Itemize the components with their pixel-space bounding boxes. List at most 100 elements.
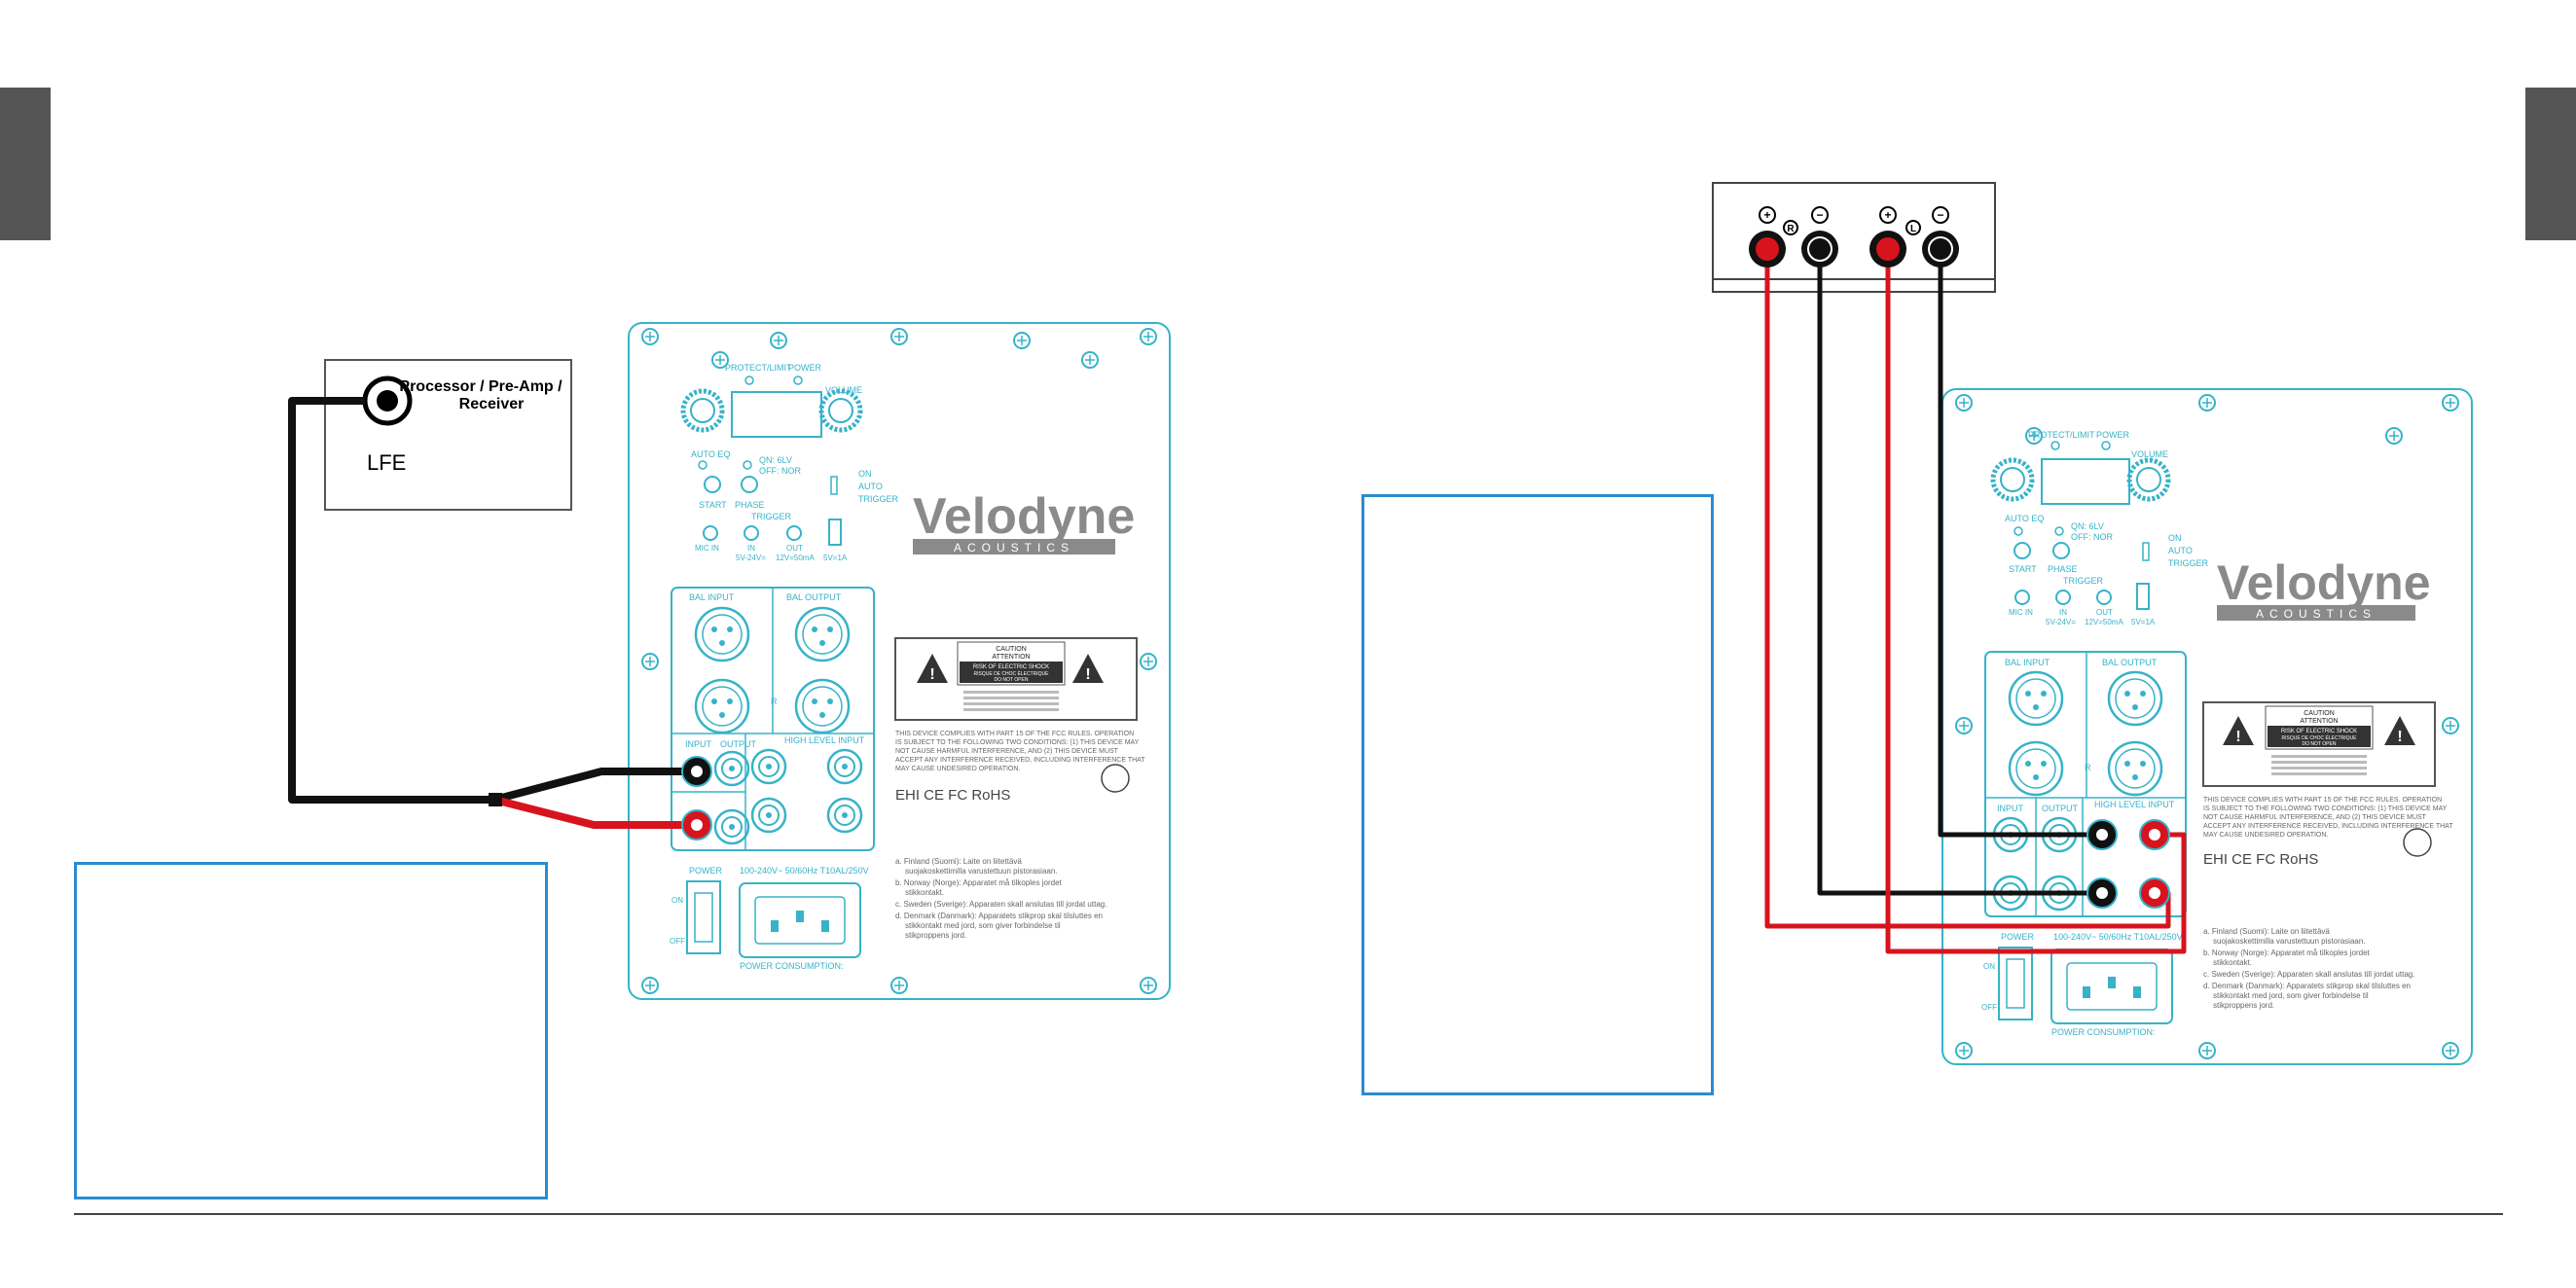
- etl-mark-icon: [1101, 764, 1130, 793]
- svg-text:ACCEPT ANY INTERFERENCE RECEIV: ACCEPT ANY INTERFERENCE RECEIVED, INCLUD…: [895, 757, 1145, 764]
- svg-text:POWER: POWER: [689, 866, 723, 876]
- svg-text:BAL INPUT: BAL INPUT: [689, 592, 735, 602]
- subwoofer-rear-panel-left: PROTECT/LIMIT POWER VOLUME AUTO EQ START…: [628, 322, 1171, 1000]
- svg-text:HIGH LEVEL INPUT: HIGH LEVEL INPUT: [2094, 800, 2175, 809]
- svg-text:L: L: [1910, 224, 1916, 234]
- right-note-box: [1361, 494, 1714, 1095]
- svg-text:PROTECT/LIMIT: PROTECT/LIMIT: [2028, 430, 2095, 440]
- wire-left-negative: [1938, 249, 2102, 838]
- svg-text:AUTO EQ: AUTO EQ: [691, 449, 730, 459]
- svg-text:AUTO EQ: AUTO EQ: [2005, 514, 2044, 523]
- usb-port[interactable]: [828, 519, 842, 546]
- svg-text:TRIGGER: TRIGGER: [751, 512, 792, 521]
- subwoofer-rear-panel-right: PROTECT/LIMIT POWER VOLUME AUTO EQ START…: [1941, 388, 2473, 1065]
- svg-text:5V=1A: 5V=1A: [2131, 618, 2156, 626]
- trigger-out-jack[interactable]: [786, 525, 802, 541]
- mic-in-jack[interactable]: [703, 525, 718, 541]
- svg-text:ACOUSTICS: ACOUSTICS: [954, 541, 1074, 555]
- lfe-label: LFE: [367, 450, 406, 475]
- svg-text:MIC IN: MIC IN: [2009, 608, 2033, 617]
- power-switch[interactable]: [686, 880, 721, 954]
- svg-text:MIC IN: MIC IN: [695, 544, 719, 553]
- svg-text:OFF: OFF: [1981, 1003, 1997, 1012]
- svg-text:MAY CAUSE UNDESIRED OPERATION.: MAY CAUSE UNDESIRED OPERATION.: [2203, 832, 2328, 839]
- svg-text:OFF: NOR: OFF: NOR: [2071, 532, 2113, 542]
- svg-text:b. Norway (Norge): Apparatet m: b. Norway (Norge): Apparatet må tilkople…: [895, 878, 1063, 887]
- start-button[interactable]: [704, 476, 721, 493]
- svg-text:BAL INPUT: BAL INPUT: [2005, 658, 2050, 667]
- svg-text:NOT CAUSE HARMFUL INTERFERENCE: NOT CAUSE HARMFUL INTERFERENCE, AND (2) …: [2203, 814, 2427, 821]
- svg-text:IS SUBJECT TO THE FOLLOWING TW: IS SUBJECT TO THE FOLLOWING TWO CONDITIO…: [2203, 805, 2448, 812]
- svg-text:+: +: [1763, 208, 1770, 222]
- left-note-box: [74, 862, 548, 1199]
- svg-text:AUTO: AUTO: [858, 482, 883, 491]
- processor-label-line1: Processor / Pre-Amp /: [399, 378, 562, 395]
- svg-text:INPUT: INPUT: [1997, 804, 2024, 813]
- svg-text:POWER CONSUMPTION:: POWER CONSUMPTION:: [2051, 1027, 2156, 1037]
- svg-text:suojakoskettimilla varustettuu: suojakoskettimilla varustettuun pistoras…: [2213, 937, 2366, 946]
- svg-text:stikkontakt.: stikkontakt.: [2213, 958, 2252, 967]
- svg-text:POWER CONSUMPTION:: POWER CONSUMPTION:: [740, 961, 844, 971]
- svg-text:IS SUBJECT TO THE FOLLOWING TW: IS SUBJECT TO THE FOLLOWING TWO CONDITIO…: [895, 739, 1140, 746]
- svg-text:QN: 6LV: QN: 6LV: [2071, 521, 2104, 531]
- svg-text:TRIGGER: TRIGGER: [2168, 558, 2209, 568]
- svg-text:OUT: OUT: [2096, 608, 2113, 617]
- velodyne-logo: Velodyne: [913, 488, 1135, 545]
- svg-text:IN: IN: [747, 544, 755, 553]
- svg-text:OFF: OFF: [670, 937, 685, 946]
- svg-text:ON: ON: [1983, 962, 1995, 971]
- svg-text:a. Finland (Suomi): Laite on l: a. Finland (Suomi): Laite on liitettävä: [2203, 927, 2330, 936]
- auto-switch[interactable]: [830, 476, 838, 495]
- svg-text:OUT: OUT: [786, 544, 803, 553]
- svg-text:CAUTION: CAUTION: [996, 646, 1027, 653]
- svg-text:c. Sweden (Sverige): Apparaten: c. Sweden (Sverige): Apparaten skall ans…: [895, 900, 1107, 909]
- svg-text:stikkontakt med jord, som give: stikkontakt med jord, som giver forbinde…: [2213, 991, 2369, 1000]
- svg-text:AUTO: AUTO: [2168, 546, 2193, 555]
- left-edge-tab: [0, 88, 51, 240]
- wire-left-positive: [1885, 249, 2187, 954]
- svg-text:Velodyne: Velodyne: [2217, 555, 2431, 610]
- lfe-wire-red: [493, 796, 697, 829]
- svg-text:OUTPUT: OUTPUT: [2042, 804, 2079, 813]
- y-splitter: [489, 793, 502, 806]
- cert-marks: EHI CE FC RoHS: [895, 787, 1010, 804]
- svg-text:THIS DEVICE COMPLIES WITH PART: THIS DEVICE COMPLIES WITH PART 15 OF THE…: [895, 731, 1134, 737]
- svg-text:stikkontakt.: stikkontakt.: [905, 888, 944, 897]
- svg-text:ON: ON: [671, 896, 683, 905]
- trigger-in-jack[interactable]: [744, 525, 759, 541]
- svg-text:c. Sweden (Sverige): Apparaten: c. Sweden (Sverige): Apparaten skall ans…: [2203, 970, 2414, 979]
- processor-label-line2: Receiver: [459, 396, 525, 412]
- svg-text:THIS DEVICE COMPLIES WITH PART: THIS DEVICE COMPLIES WITH PART 15 OF THE…: [2203, 797, 2442, 804]
- svg-text:suojakoskettimilla varustettuu: suojakoskettimilla varustettuun pistoras…: [905, 867, 1058, 876]
- iec-power-inlet[interactable]: [739, 882, 861, 958]
- svg-text:PHASE: PHASE: [2048, 564, 2078, 574]
- svg-text:TRIGGER: TRIGGER: [2063, 576, 2104, 586]
- svg-text:BAL OUTPUT: BAL OUTPUT: [2102, 658, 2158, 667]
- svg-text:ACOUSTICS: ACOUSTICS: [2256, 607, 2376, 621]
- svg-text:ATTENTION: ATTENTION: [992, 654, 1030, 661]
- phase-button[interactable]: [741, 476, 758, 493]
- svg-text:INPUT: INPUT: [685, 739, 712, 749]
- svg-text:DO NOT OPEN: DO NOT OPEN: [995, 677, 1029, 683]
- lfe-wire-black: [288, 397, 697, 804]
- svg-text:QN: 6LV: QN: 6LV: [759, 455, 792, 465]
- svg-text:5V=1A: 5V=1A: [823, 554, 848, 562]
- svg-text:R: R: [771, 697, 778, 706]
- svg-text:d. Denmark (Danmark): Apparate: d. Denmark (Danmark): Apparatets stikpro…: [2203, 982, 2411, 990]
- svg-text:d. Denmark (Danmark): Apparate: d. Denmark (Danmark): Apparatets stikpro…: [895, 912, 1103, 920]
- svg-text:5V-24V=: 5V-24V=: [736, 554, 766, 562]
- svg-text:100-240V~ 50/60Hz T10AL/250V: 100-240V~ 50/60Hz T10AL/250V: [740, 866, 869, 876]
- svg-text:OFF: NOR: OFF: NOR: [759, 466, 801, 476]
- svg-text:b. Norway (Norge): Apparatet m: b. Norway (Norge): Apparatet må tilkople…: [2203, 948, 2371, 957]
- svg-text:RISK OF ELECTRIC SHOCK: RISK OF ELECTRIC SHOCK: [2281, 729, 2357, 734]
- svg-text:12V=50mA: 12V=50mA: [2085, 618, 2123, 626]
- svg-text:DO NOT OPEN: DO NOT OPEN: [2303, 741, 2337, 747]
- svg-text:R: R: [2085, 763, 2091, 772]
- svg-text:PHASE: PHASE: [735, 500, 765, 510]
- svg-text:ACCEPT ANY INTERFERENCE RECEIV: ACCEPT ANY INTERFERENCE RECEIVED, INCLUD…: [2203, 823, 2453, 830]
- svg-text:NOT CAUSE HARMFUL INTERFERENCE: NOT CAUSE HARMFUL INTERFERENCE, AND (2) …: [895, 748, 1119, 755]
- svg-text:ATTENTION: ATTENTION: [2300, 718, 2338, 725]
- svg-text:START: START: [2009, 564, 2037, 574]
- svg-text:IN: IN: [2059, 608, 2067, 617]
- svg-text:BAL OUTPUT: BAL OUTPUT: [786, 592, 842, 602]
